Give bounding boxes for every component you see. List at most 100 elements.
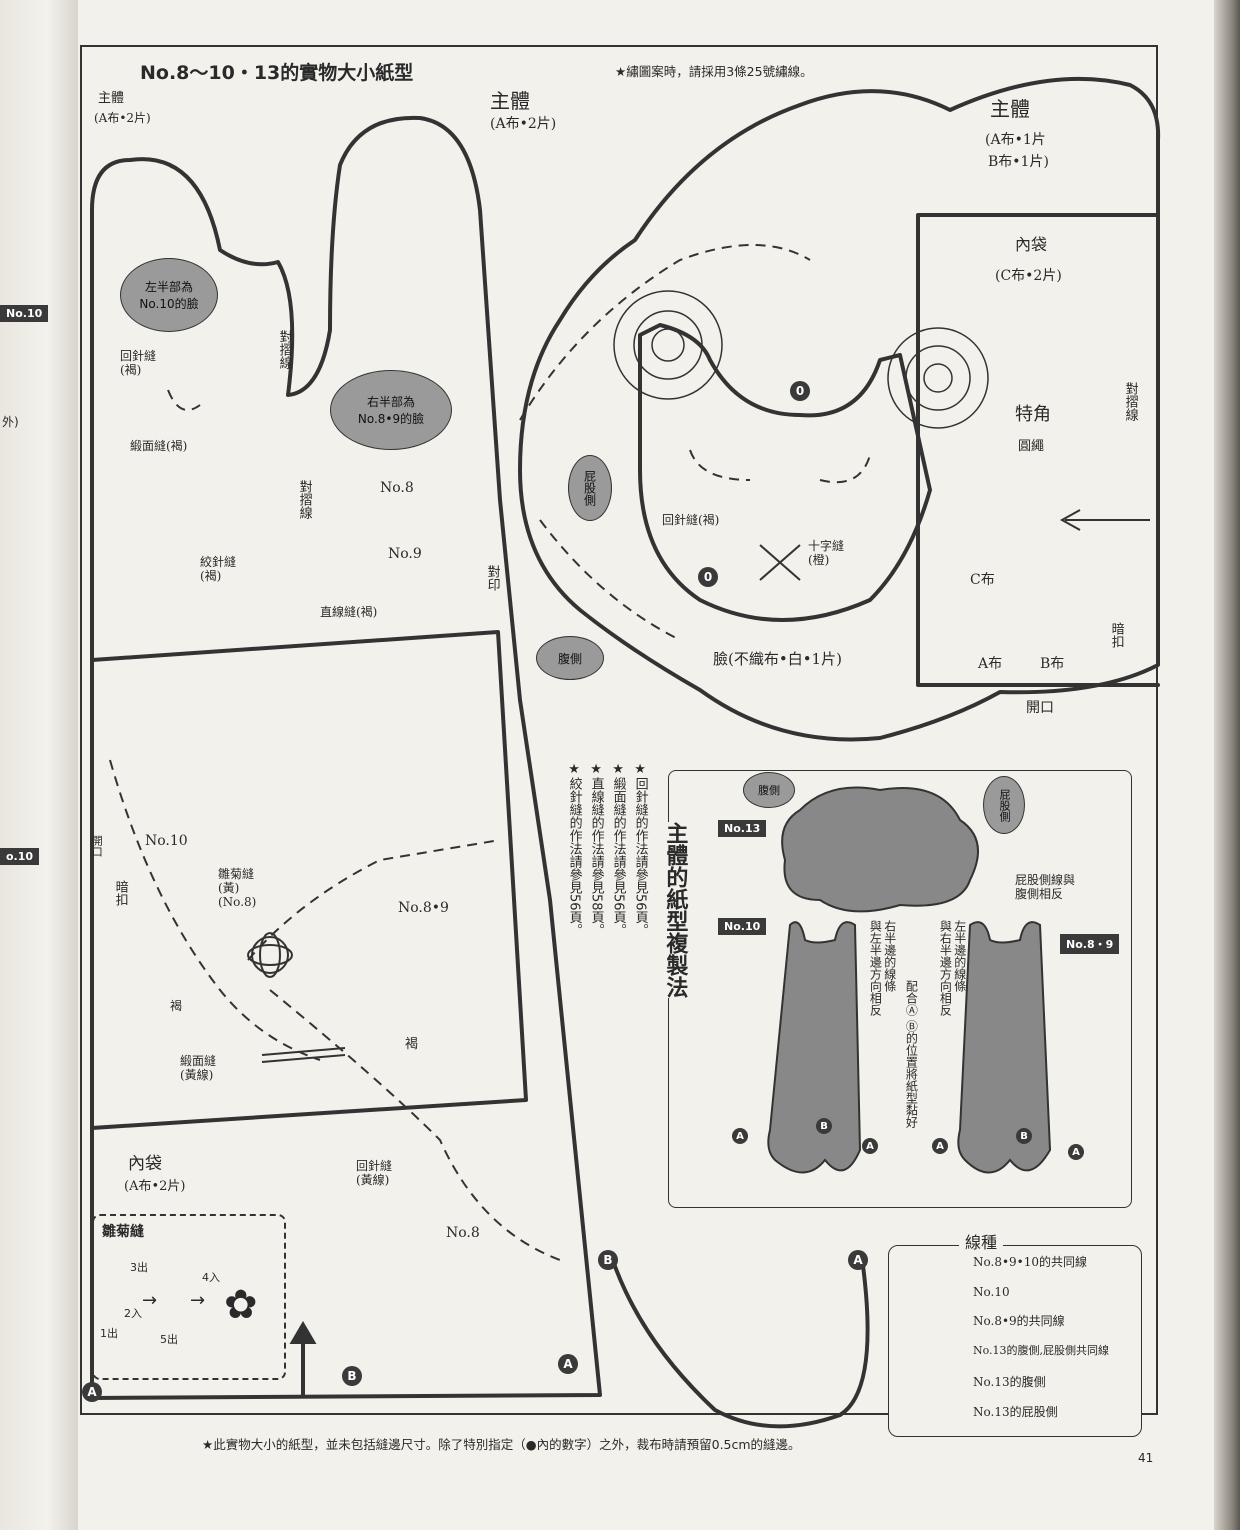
inset-marker-a3: A <box>932 1138 948 1154</box>
right-backstitch-label: 回針縫(褐) <box>662 513 720 527</box>
legend-item-2: No.10 <box>973 1285 1010 1299</box>
brown-label-small: 褐 <box>170 999 183 1013</box>
inset-marker-a2: A <box>862 1138 878 1154</box>
bubble-butt-side: 屁股側 <box>568 455 612 521</box>
b-fabric-label: B布 <box>1040 656 1065 672</box>
inset-badge-10: No.10 <box>718 918 767 935</box>
daisy-flower-icon: ✿ <box>224 1282 258 1328</box>
legend-item-4: No.13的腹側,屁股側共同線 <box>973 1344 1110 1357</box>
note-straight-stitch: ★直線縫的作法請參見58頁。 <box>588 762 604 937</box>
marker-a-center: A <box>558 1354 578 1374</box>
inset-note-align: 配合Ⓐ Ⓑ的位置將紙型黏好 <box>904 980 919 1128</box>
special-label: 特角 <box>1015 404 1051 425</box>
page-title: No.8～10・13的實物大小紙型 <box>140 62 414 84</box>
pattern-frame <box>80 45 1158 1415</box>
snap-label-left: 暗扣 <box>112 880 128 906</box>
fold-line-label-2: 對摺線 <box>296 480 312 519</box>
inset-badge-13: No.13 <box>718 820 767 837</box>
marker-b-center: B <box>342 1366 362 1386</box>
cross-stitch-label: 十字縫 (橙) <box>808 539 845 567</box>
note-outline-stitch: ★絞針縫的作法請參見56頁。 <box>566 762 582 937</box>
margin-badge-bottom: o.10 <box>0 848 40 865</box>
marker-a-hook: A <box>848 1250 868 1270</box>
inset-no13-shape <box>781 786 979 913</box>
inset-bubble-butt: 屁股側 <box>983 776 1025 834</box>
left-body-outline <box>90 115 602 1400</box>
inner-pocket-label: 內袋 <box>128 1154 162 1174</box>
bubble-belly-side: 腹側 <box>536 636 604 680</box>
margin-badge-top: No.10 <box>0 305 49 322</box>
body-label-small: 主體 <box>98 91 125 106</box>
inset-marker-b1: B <box>816 1118 832 1134</box>
daisy-stitch-box: 雛菊縫 3出 2入 1出 4入 5出 → → ✿ <box>92 1214 286 1380</box>
footer-note: ★此實物大小的紙型，並未包括縫邊尺寸。除了特別指定（●內的數字）之外，裁布時請預… <box>202 1437 801 1452</box>
c-fabric-label: C布 <box>970 572 995 588</box>
right-body-outline <box>518 76 1161 742</box>
right-snap-label: 暗扣 <box>1108 622 1124 648</box>
seam-zero-1: 0 <box>790 381 810 401</box>
face-label: 臉(不織布•白•1片) <box>713 650 842 668</box>
right-pocket-outline <box>916 213 1160 687</box>
special-sub-label: 圓繩 <box>1018 439 1045 454</box>
right-inner-pocket-label: 內袋 <box>1015 235 1048 254</box>
note-backstitch: ★回針縫的作法請參見56頁。 <box>632 762 648 937</box>
inset-marker-b2: B <box>1016 1128 1032 1144</box>
a-fabric-label: A布 <box>978 656 1003 672</box>
backstitch-label: 回針縫 (褐) <box>120 349 157 377</box>
inner-pocket-outline <box>90 630 528 1130</box>
margin-label: 外) <box>2 415 19 429</box>
top-note: ★繡圖案時，請採用3條25號繡線。 <box>615 64 813 79</box>
legend-item-3: No.8•9的共同線 <box>973 1314 1065 1328</box>
no8-label: No.8 <box>380 480 414 496</box>
bubble-left-face: 左半部為 No.10的臉 <box>120 258 218 332</box>
right-body-label: 主體 <box>990 97 1030 121</box>
fold-line-label-1: 對摺線 <box>276 330 292 369</box>
daisy-arrow-icon: → <box>142 1290 158 1311</box>
right-inner-pocket-fabric: (C布•2片) <box>995 268 1062 284</box>
inset-no10-shape <box>767 921 862 1174</box>
satin-stitch-label: 緞面縫(褐) <box>130 439 188 453</box>
legend-title: 線種 <box>959 1233 1004 1253</box>
inset-title: 主體的紙型複製法 <box>662 822 689 998</box>
line-type-legend: 線種 No.8•9•10的共同線 No.10 No.8•9的共同線 No.13的… <box>888 1233 1142 1437</box>
legend-item-1: No.8•9•10的共同線 <box>973 1255 1088 1269</box>
right-opening-label: 開口 <box>1026 700 1054 716</box>
note-satin-stitch: ★緞面縫的作法請參見56頁。 <box>610 762 626 937</box>
outline-stitch-label: 絞針縫 (褐) <box>200 555 237 583</box>
inset-note-89: 左半邊的線條 與右半邊方向相反 <box>938 920 967 1016</box>
seam-zero-2: 0 <box>698 567 718 587</box>
body-label: 主體 <box>490 89 530 113</box>
daisy-step-3: 3出 <box>130 1261 148 1274</box>
inset-marker-a1: A <box>732 1128 748 1144</box>
page-edge <box>1214 0 1240 1530</box>
marker-b-hook: B <box>598 1250 618 1270</box>
inset-no89-shape <box>957 921 1052 1174</box>
daisy-stitch-label: 雛菊縫 (黃) (No.8) <box>218 867 257 909</box>
daisy-step-4: 4入 <box>202 1271 220 1284</box>
satin-yellow-label: 緞面縫 (黃線) <box>180 1054 217 1082</box>
right-body-fabric-b: B布•1片) <box>988 154 1049 170</box>
legend-item-6: No.13的屁股側 <box>973 1405 1058 1419</box>
right-fold-line-label: 對摺線 <box>1122 382 1138 421</box>
book-binding <box>0 0 78 1530</box>
daisy-step-1: 1出 <box>100 1327 118 1340</box>
body-fabric: (A布•2片) <box>490 116 557 132</box>
no9-label: No.9 <box>388 546 422 562</box>
marker-a-left: A <box>82 1382 102 1402</box>
daisy-arrow-icon-2: → <box>190 1290 206 1311</box>
inner-pocket-fabric: (A布•2片) <box>124 1179 186 1194</box>
inset-marker-a4: A <box>1068 1144 1084 1160</box>
face-outline <box>638 323 932 622</box>
daisy-step-5: 5出 <box>160 1333 178 1346</box>
straight-stitch-label: 直線縫(褐) <box>320 605 378 619</box>
no89-label: No.8•9 <box>398 900 449 916</box>
backstitch-yellow-label: 回針縫 (黃線) <box>356 1159 393 1187</box>
opening-label-left: 開口 <box>90 835 104 857</box>
no8-bottom-label: No.8 <box>446 1225 480 1241</box>
brown-label-right: 褐 <box>405 1037 419 1052</box>
page-number: 41 <box>1138 1451 1154 1465</box>
no10-label: No.10 <box>145 833 188 849</box>
legend-item-5: No.13的腹側 <box>973 1375 1046 1389</box>
inset-note-13: 屁股側線與 腹側相反 <box>1015 873 1076 901</box>
